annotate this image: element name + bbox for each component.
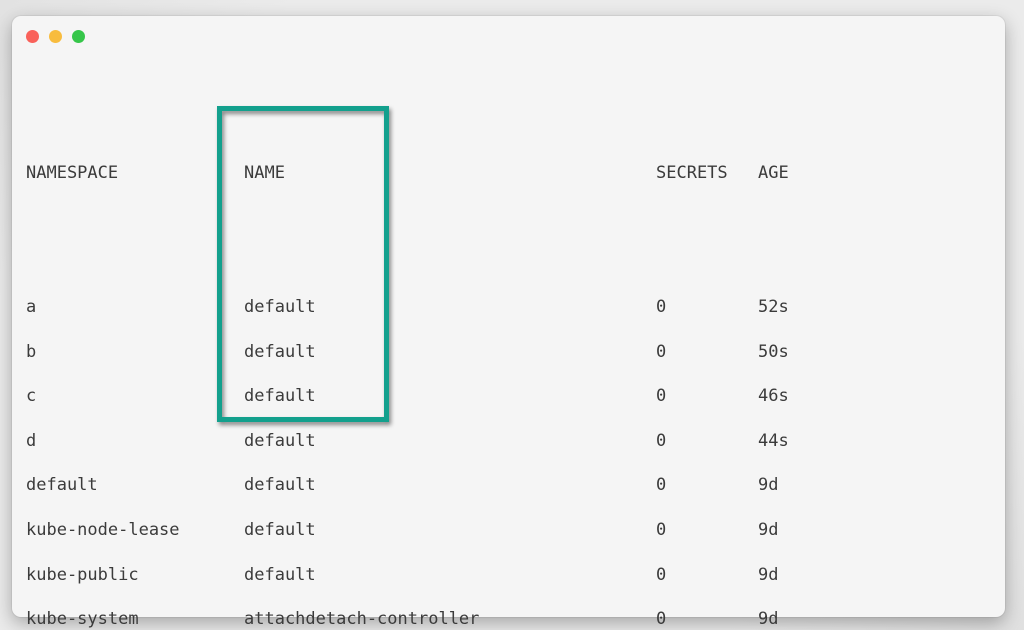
- table-cell-name: default: [244, 564, 316, 585]
- table-cell-age: 9d: [758, 519, 779, 540]
- table-cell-secrets: 0: [656, 341, 667, 362]
- column-header-namespace: NAMESPACE: [26, 163, 119, 184]
- table-cell-age: 46s: [758, 386, 789, 407]
- table-cell-namespace: d: [26, 430, 37, 451]
- table-cell-namespace: kube-node-lease: [26, 519, 180, 540]
- table-cell-name: attachdetach-controller: [244, 609, 480, 630]
- table-cell-age: 44s: [758, 430, 789, 451]
- table-cell-age: 9d: [758, 564, 779, 585]
- minimize-button-icon[interactable]: [49, 30, 62, 43]
- table-cell-secrets: 0: [656, 430, 667, 451]
- table-row: b default 0 50s: [26, 330, 995, 375]
- table-cell-namespace: a: [26, 296, 37, 317]
- table-row: d default 0 44s: [26, 419, 995, 464]
- table-cell-name: default: [244, 430, 316, 451]
- table-cell-age: 9d: [758, 475, 779, 496]
- table-row: a default 0 52s: [26, 285, 995, 330]
- close-button-icon[interactable]: [26, 30, 39, 43]
- table-row: c default 0 46s: [26, 374, 995, 419]
- table-cell-secrets: 0: [656, 386, 667, 407]
- table-cell-namespace: b: [26, 341, 37, 362]
- table-cell-name: default: [244, 475, 316, 496]
- table-cell-secrets: 0: [656, 475, 667, 496]
- table-cell-age: 9d: [758, 609, 779, 630]
- table-row: kube-public default 0 9d: [26, 553, 995, 598]
- window-controls: [26, 30, 85, 43]
- table-cell-secrets: 0: [656, 564, 667, 585]
- table-cell-namespace: default: [26, 475, 98, 496]
- column-header-name: NAME: [244, 163, 285, 184]
- table-row: kube-node-lease default 0 9d: [26, 508, 995, 553]
- table-cell-age: 52s: [758, 296, 789, 317]
- table-cell-namespace: kube-system: [26, 609, 139, 630]
- zoom-button-icon[interactable]: [72, 30, 85, 43]
- column-header-age: AGE: [758, 163, 789, 184]
- table-cell-name: default: [244, 341, 316, 362]
- table-cell-name: default: [244, 519, 316, 540]
- kubectl-output-table: NAMESPACE NAME SECRETS AGE a default 0 52s b…: [26, 62, 995, 630]
- table-cell-namespace: kube-public: [26, 564, 139, 585]
- table-row: kube-system attachdetach-controller 0 9d: [26, 597, 995, 630]
- table-header-row: NAMESPACE NAME SECRETS AGE: [26, 151, 995, 196]
- table-body: a default 0 52s b default 0 50s c default 0 46s d def…: [26, 285, 995, 630]
- table-cell-name: default: [244, 296, 316, 317]
- table-cell-secrets: 0: [656, 609, 667, 630]
- table-cell-secrets: 0: [656, 296, 667, 317]
- table-cell-secrets: 0: [656, 519, 667, 540]
- column-header-secrets: SECRETS: [656, 163, 728, 184]
- table-row: default default 0 9d: [26, 463, 995, 508]
- table-cell-namespace: c: [26, 386, 37, 407]
- table-cell-age: 50s: [758, 341, 789, 362]
- table-cell-name: default: [244, 386, 316, 407]
- terminal-window: NAMESPACE NAME SECRETS AGE a default 0 52s b…: [12, 16, 1005, 629]
